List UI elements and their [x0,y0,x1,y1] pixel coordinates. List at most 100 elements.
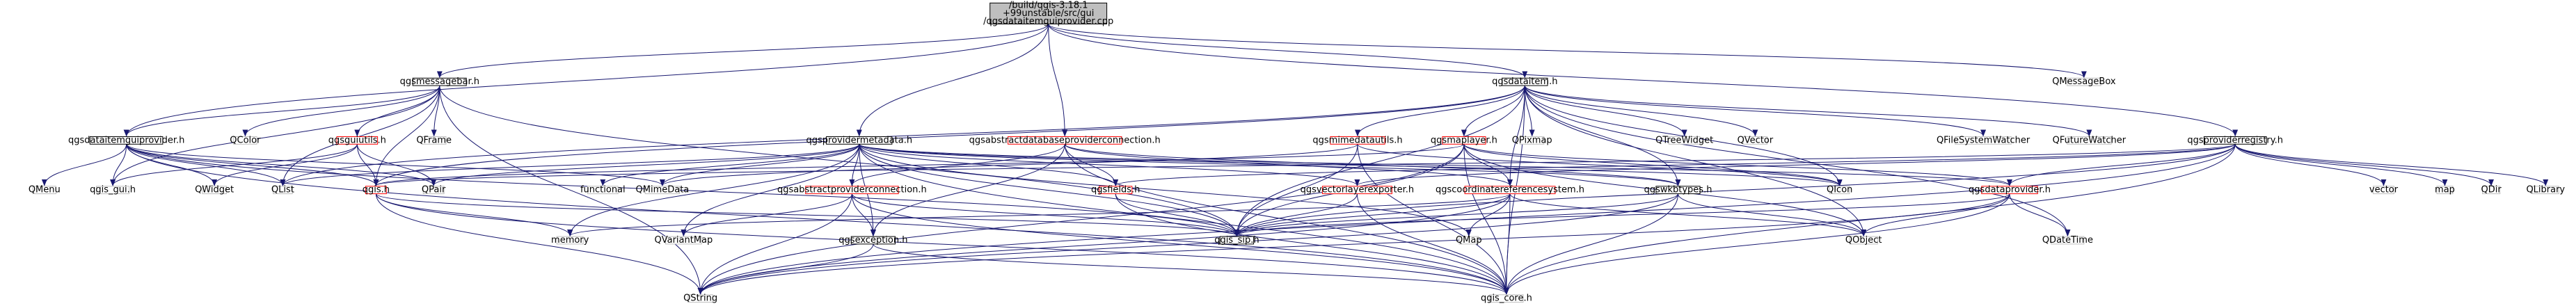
node-label-root-line-1: +99unstable/src/gui [1003,8,1094,19]
edge-qgsproviderregistry-to-qgsdataprovider [2007,144,2236,186]
node-label-qfuturewatcher: QFutureWatcher [2053,135,2126,145]
node-box-qlist [273,186,293,195]
node-box-qmessagebox [2067,77,2101,86]
node-qgis_core: qgis_core.h [1481,293,1532,304]
node-label-qvector: QVector [1738,135,1774,145]
node-qicon: QIcon [1827,185,1852,195]
node-box-qgscoordinatereferencesystem [1464,186,1556,195]
edge-qgsexception-to-qgis_core [873,243,1509,295]
edge-qgsdataitemguiprovider_h-to-qgis_core [126,144,1509,295]
edge-qgswkbtypes-to-qstring [697,193,1678,295]
node-qgsabstractproviderconnection[interactable]: qgsabstractproviderconnection.h [777,185,927,195]
node-label-qgsmimedatautils: qgsmimedatautils.h [1312,135,1402,145]
edge-qgsmaplayer-to-qstring [697,144,1465,295]
node-box-qobject [1849,236,1878,245]
edge-qgsmessagebar-to-qstring [439,86,703,295]
node-label-qgsproviderregistry: qgsproviderregistry.h [2187,135,2283,145]
node-label-qgsdataprovider: qgsdataprovider.h [1969,185,2051,195]
edge-qgsmessagebar-to-qgis_sip [439,86,1240,237]
node-qgsmimedatautils[interactable]: qgsmimedatautils.h [1312,135,1402,145]
node-box-root [989,2,1108,25]
edge-qgsmimedatautils-to-qgis_core [1357,144,1509,295]
node-box-qgsvectorlayerexporter [1321,186,1392,195]
edge-qgsabstractdatabaseproviderconnection-to-qgsabstractproviderconnection [849,144,1065,186]
node-qgis_sip[interactable]: qgis_sip.h [1214,235,1259,245]
node-label-qgsdataitem: qgsdataitem.h [1492,76,1557,87]
node-qgsdataitemguiprovider_h[interactable]: qgsdataitemguiprovider.h [68,135,184,145]
node-qdir: QDir [2481,185,2502,195]
node-qgsvectorlayerexporter[interactable]: qgsvectorlayerexporter.h [1301,185,1414,195]
edge-qgsdataitem-to-qgis_h [373,86,1525,186]
edge-qgsmessagebar-to-qgis_h [373,86,440,186]
node-label-qmenu: QMenu [29,185,61,195]
node-qvariantmap: QVariantMap [655,235,713,245]
node-label-vector: vector [2369,185,2399,195]
edge-root-to-qgsproviderregistry [1048,24,2239,137]
node-qfilesystemwatcher: QFileSystemWatcher [1937,135,2030,145]
edge-root-to-qgsprovidermetadata [856,24,1049,137]
edge-root-to-qgsabstractdatabaseproviderconnection [1048,24,1068,137]
node-qgsdataprovider[interactable]: qgsdataprovider.h [1969,185,2051,195]
edge-qgsdataitem-to-qfuturewatcher [1524,85,2092,137]
edge-qgscoordinatereferencesystem-to-memory [567,193,1511,237]
node-box-qgsabstractproviderconnection [805,186,899,195]
node-qmap: QMap [1456,235,1482,245]
node-box-qgsmaplayer [1442,136,1486,145]
edge-qgsproviderregistry-to-qstring [697,144,2236,295]
node-root[interactable]: /build/qgis-3.18.1+99unstable/src/gui/qg… [983,0,1113,26]
edge-qgsprovidermetadata-to-qvariantmap [681,144,860,237]
node-qgsfields[interactable]: qgsfields.h [1091,185,1140,195]
node-qgscoordinatereferencesystem[interactable]: qgscoordinatereferencesystem.h [1436,185,1584,195]
node-qgsabstractdatabaseproviderconnection[interactable]: qgsabstractdatabaseproviderconnection.h [969,135,1161,145]
node-box-qfuturewatcher [2067,136,2112,145]
node-qgsmaplayer[interactable]: qgsmaplayer.h [1431,135,1497,145]
edge-qgsprovidermetadata-to-memory [567,144,860,237]
node-label-qgsabstractdatabaseproviderconnection: qgsabstractdatabaseproviderconnection.h [969,135,1161,145]
node-label-qdir: QDir [2481,185,2502,195]
node-vector: vector [2369,185,2399,195]
node-qgsguiutils[interactable]: qgsguiutils.h [328,135,386,145]
edge-qgsmessagebar-to-qgsdataitemguiprovider_h [123,85,440,137]
node-qlist: QList [271,185,294,195]
node-qgsmessagebar[interactable]: qgsmessagebar.h [400,76,479,87]
node-label-qcolor: QColor [230,135,261,145]
node-label-qlibrary: QLibrary [2526,185,2565,195]
node-box-qlibrary [2531,186,2559,195]
node-box-qdatetime [2051,236,2085,245]
edge-qgsprovidermetadata-to-qmap [859,144,1472,237]
edge-qgsabstractdatabaseproviderconnection-to-qgswkbtypes [1064,143,1681,186]
node-qgis_h[interactable]: qgis.h [363,185,390,195]
edge-qgscoordinatereferencesystem-to-qgis_core [1503,193,1511,295]
edge-qgsdataitem-to-qdatetime [1524,86,2071,237]
edge-qgscoordinatereferencesystem-to-qstring [697,193,1511,295]
node-qgsexception[interactable]: qgsexception.h [838,235,907,245]
node-box-qgsdataitemguiprovider_h [89,136,164,145]
edge-root-to-qgsdataitemguiprovider_h [123,24,1049,137]
edge-qgsmessagebar-to-qgis_gui [110,86,440,186]
node-box-qgswkbtypes [1655,186,1701,195]
node-box-qdir [2482,186,2501,195]
edge-qgsdataprovider-to-qobject [1861,193,2010,237]
edge-qgsmaplayer-to-qicon [1463,144,1843,186]
edge-qgsabstractdatabaseproviderconnection-to-qgsexception [870,144,1065,237]
edge-qgsprovidermetadata-to-qpair [431,143,860,186]
node-qmimedata: QMimeData [636,185,690,195]
edge-qgsdataitem-to-qvector [1524,86,1758,137]
node-label-qlist: QList [271,185,294,195]
node-qgsprovidermetadata[interactable]: qgsprovidermetadata.h [806,135,913,145]
node-box-qwidget [202,186,227,195]
edge-qgsmimedatautils-to-qicon [1357,143,1843,186]
edge-qgsproviderregistry-to-qgsfields [1113,143,2236,186]
node-label-qmap: QMap [1456,235,1482,245]
node-qgswkbtypes[interactable]: qgswkbtypes.h [1644,185,1712,195]
edge-qgsdataprovider-to-qgis_sip [1234,193,2010,237]
edge-qgsdataitemguiprovider_h-to-qgis_h [126,144,379,186]
edge-qgsfields-to-qgis_sip [1115,193,1240,237]
node-box-qpixmap [1519,136,1545,145]
node-qgsproviderregistry[interactable]: qgsproviderregistry.h [2187,135,2283,145]
node-label-qpair: QPair [422,185,446,195]
edge-root-to-qmessagebox [1048,24,2087,79]
node-box-qgsabstractdatabaseproviderconnection [1008,136,1122,145]
node-qgsdataitem[interactable]: qgsdataitem.h [1492,76,1557,87]
